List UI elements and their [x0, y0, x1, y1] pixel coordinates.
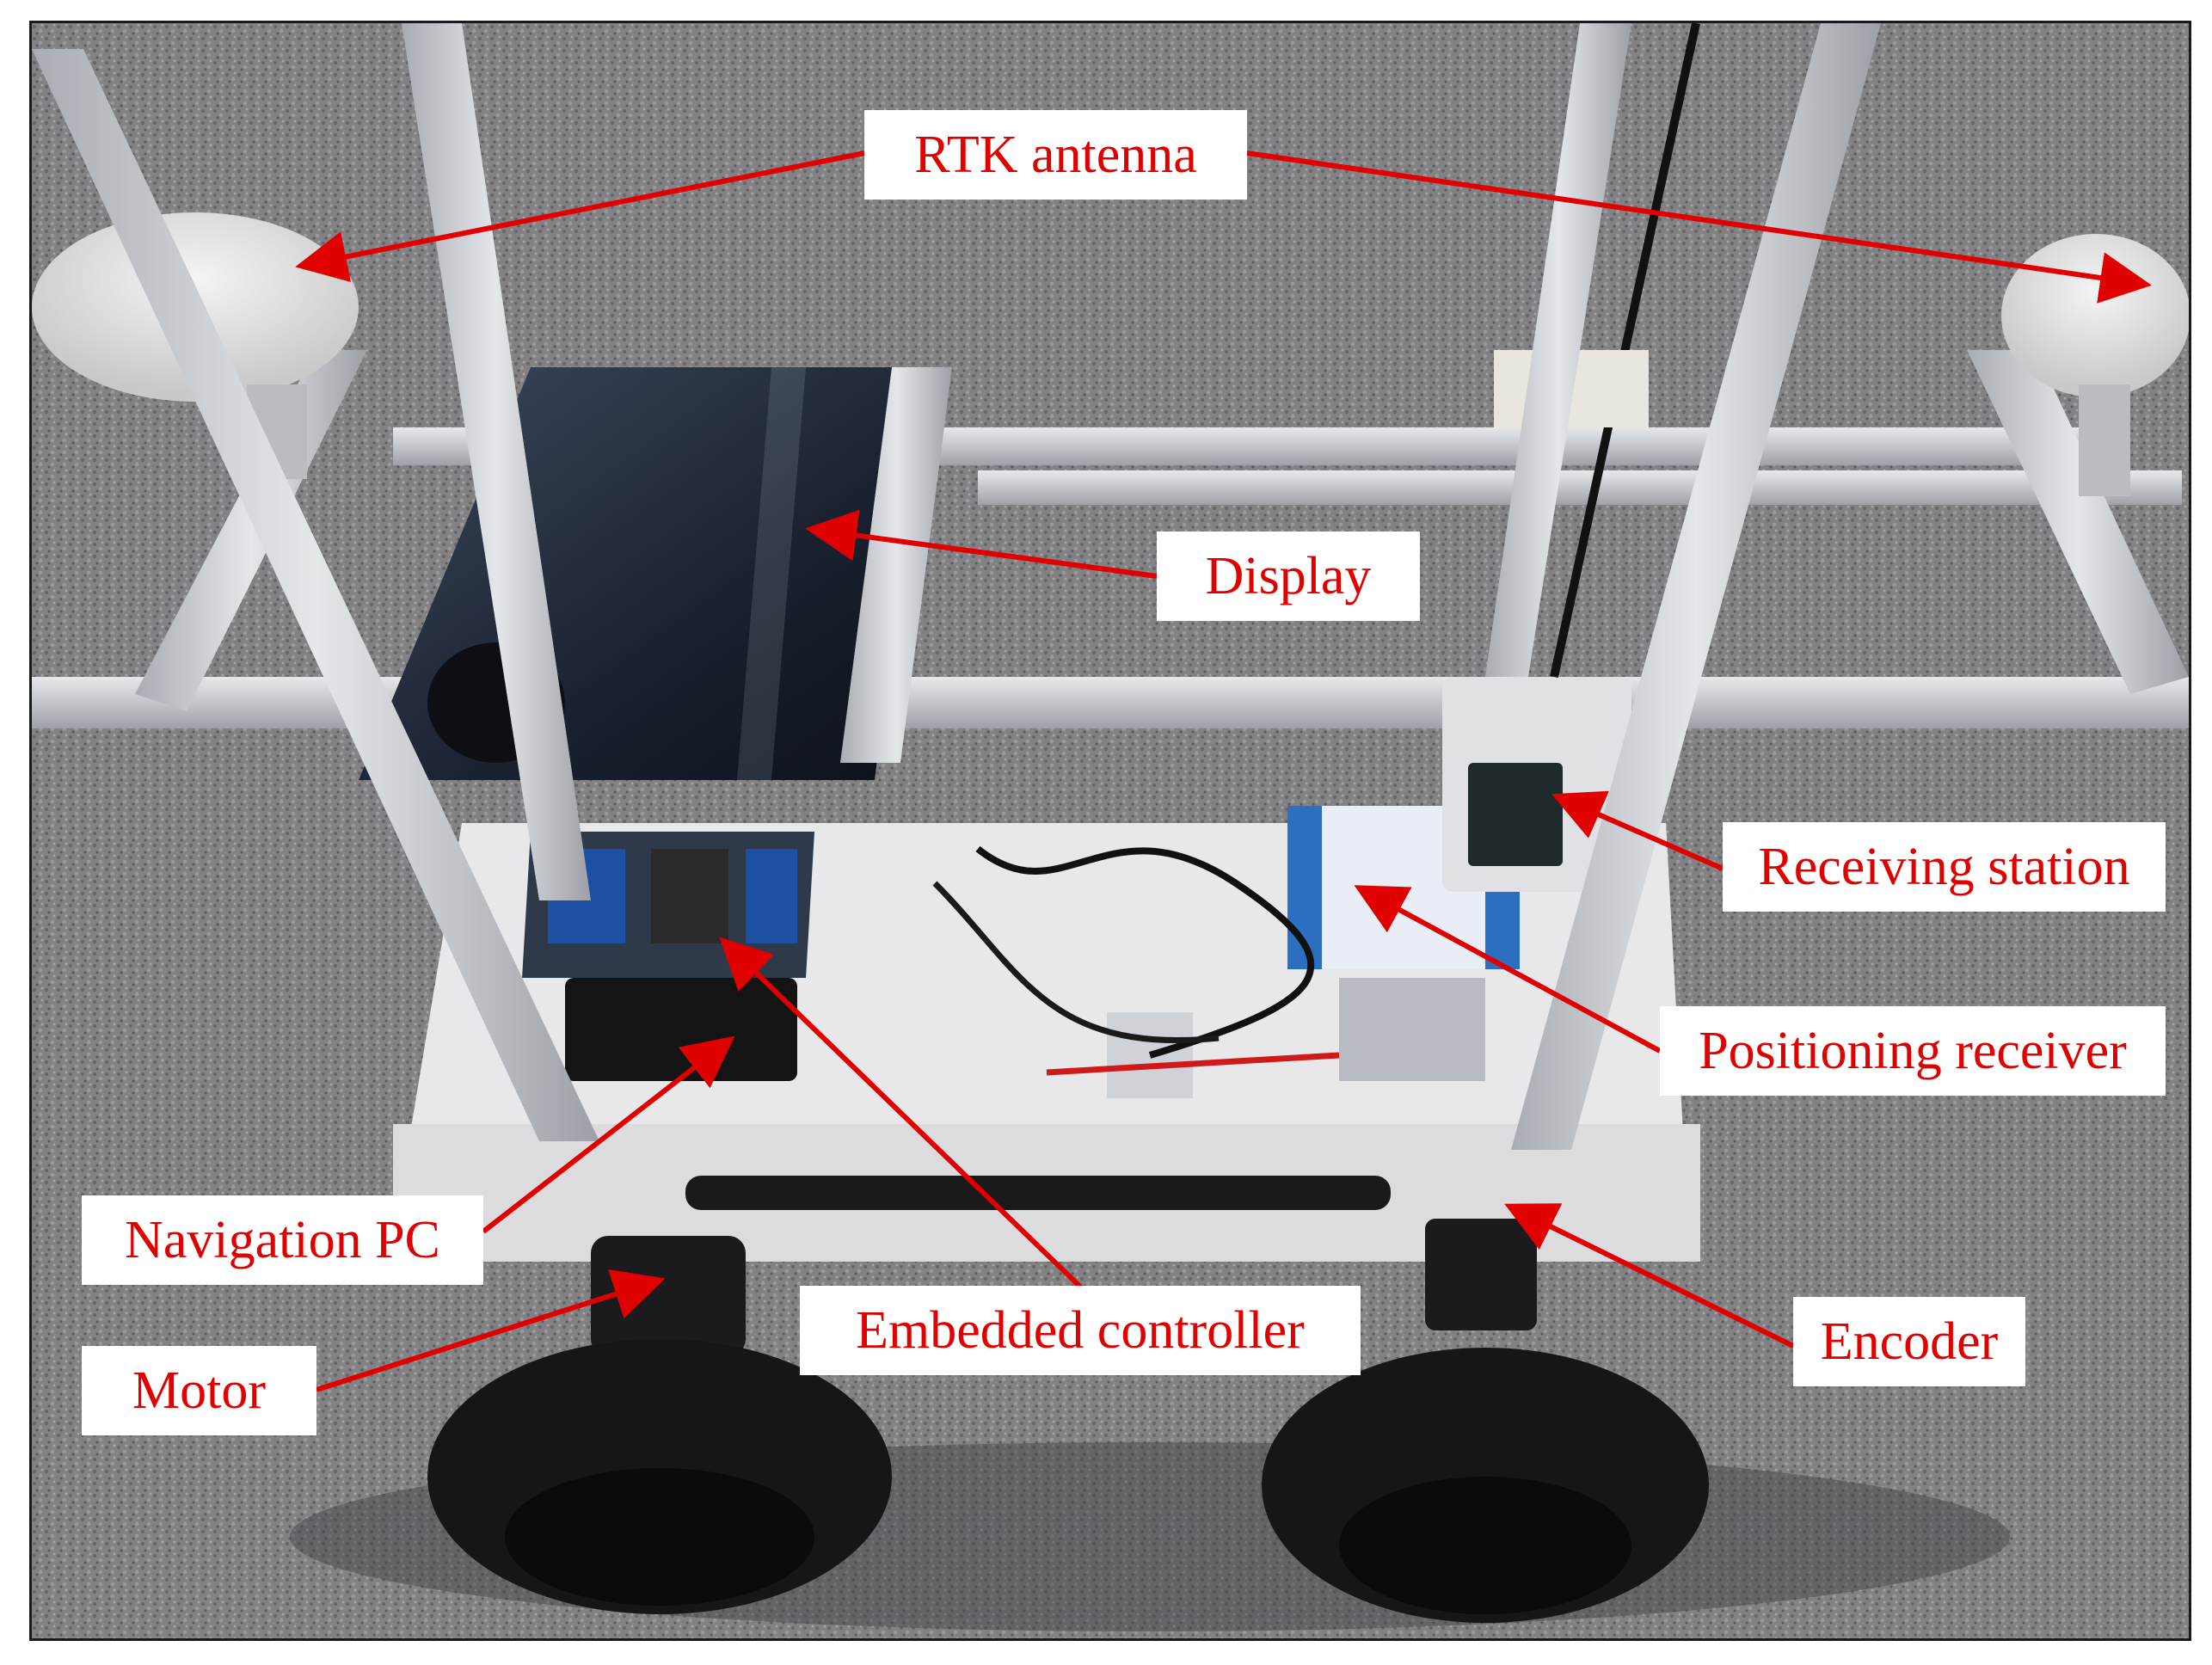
label-positioning-receiver: Positioning receiver: [1660, 1006, 2166, 1096]
label-receiving-station: Receiving station: [1723, 822, 2166, 912]
label-motor: Motor: [82, 1346, 316, 1435]
label-embedded-controller: Embedded controller: [800, 1286, 1361, 1375]
label-encoder: Encoder: [1793, 1297, 2025, 1386]
label-rtk-antenna: RTK antenna: [864, 110, 1247, 200]
label-navigation-pc: Navigation PC: [82, 1195, 483, 1285]
label-display: Display: [1157, 531, 1420, 621]
